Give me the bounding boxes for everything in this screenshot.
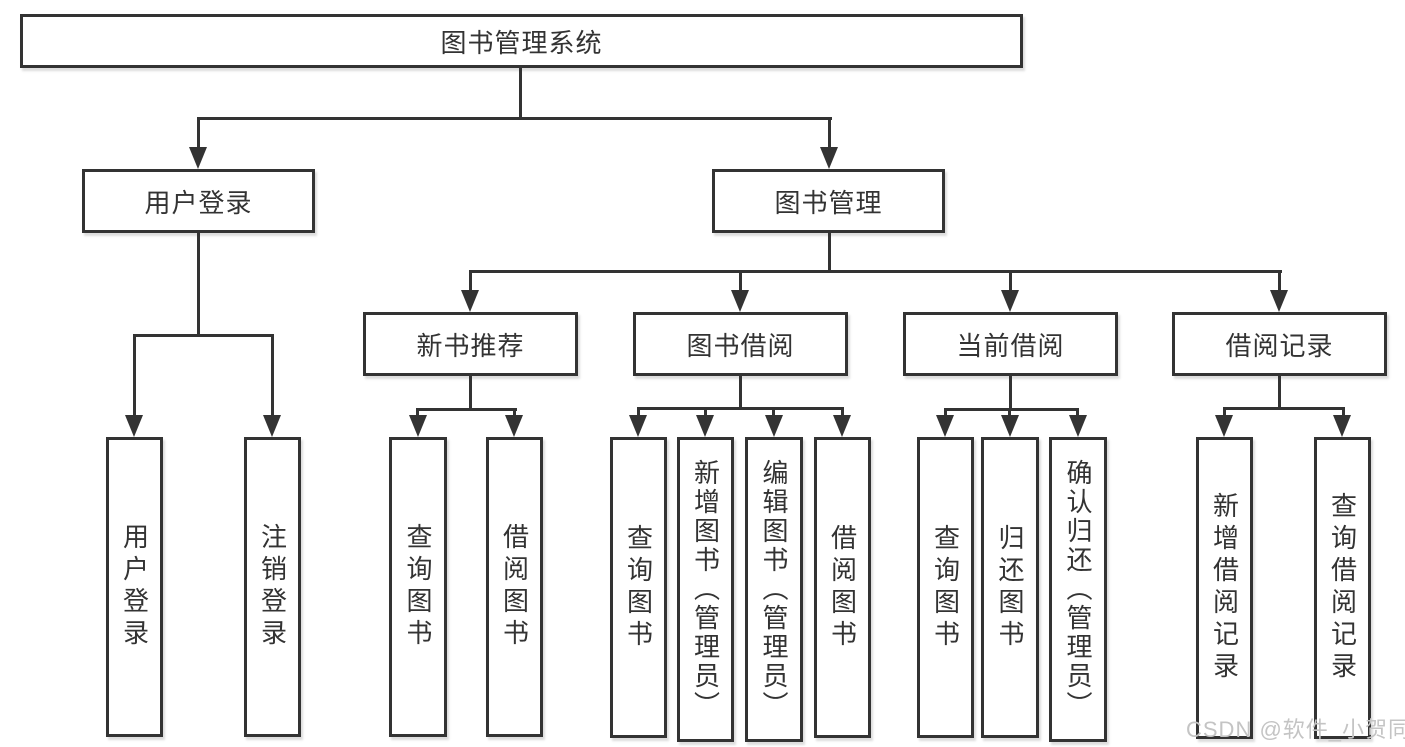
connector-stem-new-book	[469, 270, 472, 292]
connector-stem-book-borrow	[739, 270, 742, 292]
arrow-down-icon	[936, 415, 954, 437]
connector-user-login-horizontal	[133, 334, 274, 337]
arrow-down-icon	[765, 415, 783, 437]
arrow-down-icon	[1069, 415, 1087, 437]
query-borrow-record-leaf: 查询借阅记录	[1314, 437, 1371, 739]
arrow-down-icon	[189, 147, 207, 169]
arrow-down-icon	[696, 415, 714, 437]
arrow-down-icon	[629, 415, 647, 437]
connector-stem	[1076, 408, 1079, 417]
arrow-down-icon	[833, 415, 851, 437]
arrow-down-icon	[263, 415, 281, 437]
new-book-recommend-node: 新书推荐	[363, 312, 578, 376]
connector-current-borrow-vertical	[1009, 376, 1012, 410]
connector-stem	[416, 408, 419, 417]
connector-stem	[704, 407, 707, 417]
connector-new-book-horizontal	[416, 408, 517, 411]
connector-stem	[841, 407, 844, 417]
query-book-leaf: 查询图书	[610, 437, 667, 738]
arrow-down-icon	[1215, 415, 1233, 437]
watermark-text: CSDN @软件_小贺同学	[1186, 717, 1405, 742]
connector-stem-book-management	[828, 117, 831, 149]
connector-stem	[772, 407, 775, 417]
connector-user-login-vertical	[197, 233, 200, 336]
add-borrow-record-leaf: 新增借阅记录	[1196, 437, 1253, 739]
book-management-node: 图书管理	[712, 169, 945, 233]
connector-stem	[1008, 408, 1011, 417]
connector-stem	[1342, 407, 1345, 417]
query-book-leaf: 查询图书	[917, 437, 974, 738]
connector-book-management-vertical	[828, 233, 831, 272]
arrow-down-icon	[1270, 290, 1288, 312]
connector-book-borrow-vertical	[739, 376, 742, 409]
connector-borrow-record-vertical	[1278, 376, 1281, 409]
return-book-leaf: 归还图书	[981, 437, 1039, 738]
connector-stem	[944, 408, 947, 417]
connector-new-book-vertical	[469, 376, 472, 410]
edit-book-admin-leaf: 编辑图书（管理员）	[745, 437, 803, 742]
current-borrow-node: 当前借阅	[903, 312, 1118, 376]
connector-root-vertical	[519, 68, 522, 118]
borrow-record-node: 借阅记录	[1172, 312, 1387, 376]
arrow-down-icon	[409, 415, 427, 437]
connector-stem	[1223, 407, 1226, 417]
connector-stem	[637, 407, 640, 417]
arrow-down-icon	[125, 415, 143, 437]
book-borrow-node: 图书借阅	[633, 312, 848, 376]
connector-stem	[513, 408, 516, 417]
query-book-leaf: 查询图书	[389, 437, 447, 737]
connector-stem-user-login-leaf	[133, 334, 136, 417]
user-login-node: 用户登录	[82, 169, 315, 233]
connector-level2-horizontal	[469, 270, 1282, 273]
connector-current-borrow-horizontal	[944, 408, 1079, 411]
connector-stem-logout-leaf	[271, 334, 274, 417]
borrow-book-leaf: 借阅图书	[486, 437, 543, 737]
connector-stem-user-login	[197, 117, 200, 149]
add-book-admin-leaf: 新增图书（管理员）	[677, 437, 734, 742]
arrow-down-icon	[731, 290, 749, 312]
connector-stem-borrow-record	[1278, 270, 1281, 292]
arrow-down-icon	[1333, 415, 1351, 437]
root-node: 图书管理系统	[20, 14, 1023, 68]
connector-book-borrow-horizontal	[637, 407, 844, 410]
arrow-down-icon	[1001, 415, 1019, 437]
arrow-down-icon	[461, 290, 479, 312]
connector-borrow-record-horizontal	[1223, 407, 1345, 410]
user-login-leaf: 用户登录	[106, 437, 163, 737]
connector-stem-current-borrow	[1009, 270, 1012, 292]
arrow-down-icon	[820, 147, 838, 169]
arrow-down-icon	[1001, 290, 1019, 312]
logout-leaf: 注销登录	[244, 437, 301, 737]
arrow-down-icon	[505, 415, 523, 437]
connector-level1-horizontal	[197, 117, 832, 120]
borrow-book-leaf: 借阅图书	[814, 437, 871, 738]
confirm-return-admin-leaf: 确认归还（管理员）	[1049, 437, 1107, 742]
